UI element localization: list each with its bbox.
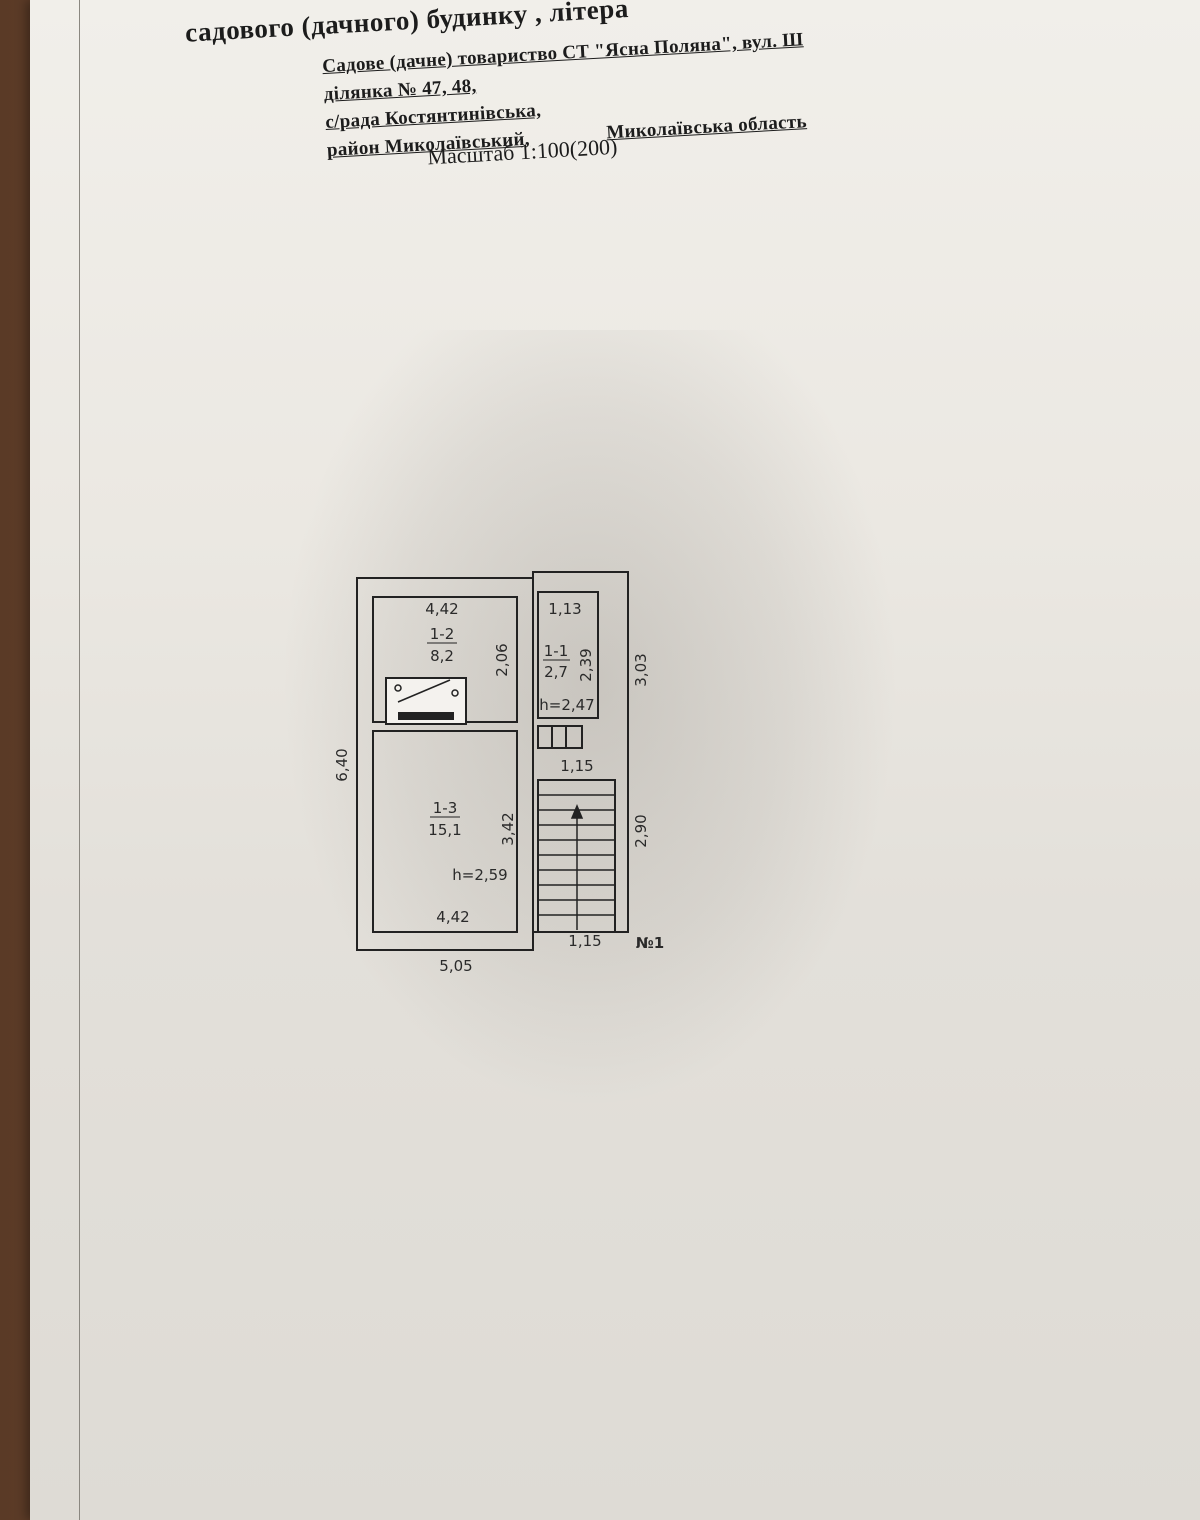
room-1-3-width: 4,42 xyxy=(436,908,469,926)
porch-landing xyxy=(537,725,583,749)
room-1-1-area: 2,7 xyxy=(544,663,568,681)
room-1-1-length: 2,39 xyxy=(577,648,595,681)
room-1-2-length: 2,06 xyxy=(493,643,511,676)
porch-outer-wall xyxy=(532,571,629,933)
room-1-2-area: 8,2 xyxy=(430,647,454,665)
porch-bottom-width: 1,15 xyxy=(568,932,601,950)
stairs-arrow-icon xyxy=(570,804,584,930)
room-1-1-outline xyxy=(537,591,599,719)
porch-top-width: 1,15 xyxy=(560,757,593,775)
page-binding-line xyxy=(79,0,80,1520)
phone-shadow xyxy=(280,330,900,1110)
room-1-1-number: 1-1 xyxy=(544,642,569,660)
outer-height-dim: 6,40 xyxy=(333,748,351,781)
room-1-3-area: 15,1 xyxy=(428,821,461,839)
porch-right-upper-dim: 3,03 xyxy=(632,653,650,686)
room-1-3-length: 3,42 xyxy=(499,812,517,845)
stove-icon xyxy=(385,677,467,725)
room-1-3-outline xyxy=(372,730,518,933)
room-1-1-height: h=2,47 xyxy=(539,696,594,714)
porch-right-lower-dim: 2,90 xyxy=(632,814,650,847)
room-1-1-width: 1,13 xyxy=(548,600,581,618)
room-1-3-number: 1-3 xyxy=(433,799,458,817)
room-1-3-height: h=2,59 xyxy=(452,866,507,884)
outer-width-dim: 5,05 xyxy=(439,957,472,975)
plan-number-label: №1 xyxy=(636,934,664,952)
stairs-outline xyxy=(537,779,616,933)
room-1-2-number: 1-2 xyxy=(430,625,455,643)
room-1-2-width: 4,42 xyxy=(425,600,458,618)
document-page xyxy=(30,0,1200,1520)
